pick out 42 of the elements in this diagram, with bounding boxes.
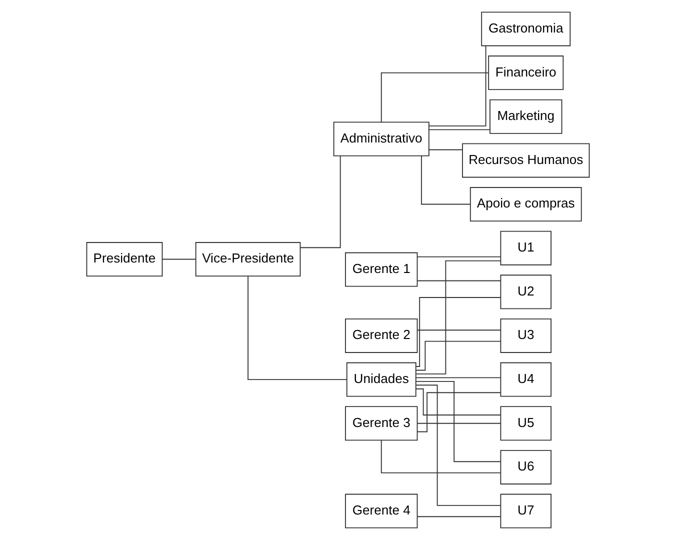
connector <box>248 276 348 380</box>
connector <box>416 330 502 331</box>
connector <box>416 388 501 416</box>
node-box: Administrativo <box>333 122 430 156</box>
connector <box>428 149 463 150</box>
connector <box>416 384 501 506</box>
connector <box>415 340 501 371</box>
node-box: Financeiro <box>488 56 564 90</box>
node-box: Gerente 4 <box>345 494 418 528</box>
node-box: Marketing <box>490 99 562 134</box>
connector <box>416 392 502 432</box>
node-box: Apoio e compras <box>470 187 582 222</box>
node-box: Vice-Presidente <box>195 242 301 277</box>
node-box: U5 <box>500 406 552 441</box>
node-box: Gerente 1 <box>345 252 418 287</box>
connector <box>420 155 471 205</box>
connector <box>416 377 502 378</box>
connector <box>380 72 489 122</box>
node-box: Presidente <box>86 242 163 277</box>
connector <box>428 129 490 130</box>
node-box: Gerente 2 <box>345 318 418 353</box>
connector <box>416 280 502 282</box>
node-box: U6 <box>500 450 552 484</box>
node-box: Unidades <box>346 362 416 397</box>
node-box: U2 <box>500 274 552 310</box>
connector <box>416 516 502 518</box>
node-box: U3 <box>500 318 552 353</box>
connector <box>428 45 486 126</box>
node-box: Gastronomia <box>481 12 571 46</box>
node-box: U7 <box>500 494 552 528</box>
connector <box>162 258 196 260</box>
connector <box>416 260 501 374</box>
connector <box>416 256 502 258</box>
node-box: U4 <box>500 362 552 397</box>
connector <box>416 422 502 424</box>
connector <box>300 156 341 248</box>
connector <box>416 380 501 462</box>
node-box: U1 <box>500 230 552 266</box>
node-box: Gerente 3 <box>345 406 418 441</box>
connector <box>380 440 501 474</box>
node-box: Recursos Humanos <box>462 143 590 178</box>
connector <box>416 297 502 367</box>
